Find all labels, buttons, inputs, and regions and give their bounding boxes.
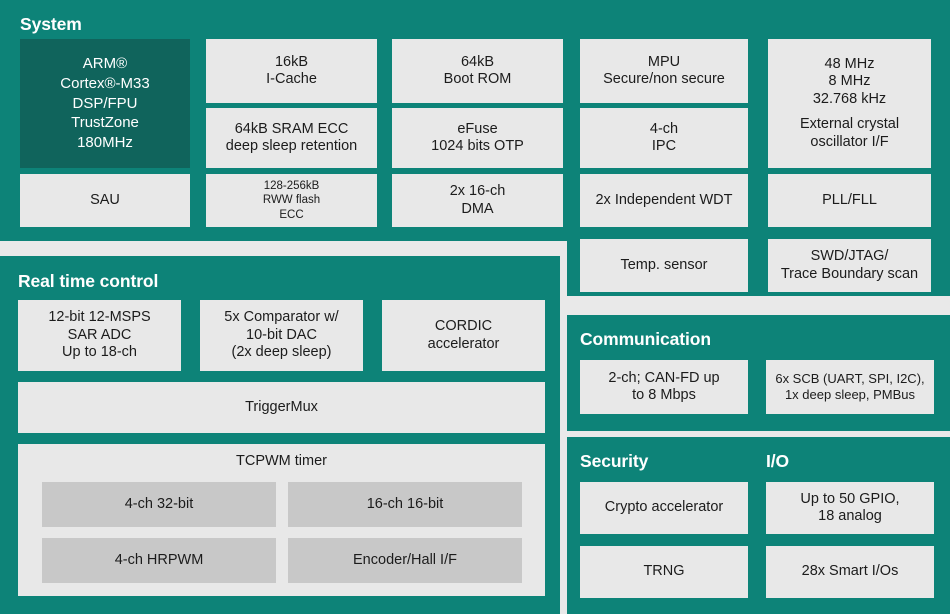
tcpwm-hrpwm-label: 4-ch HRPWM	[114, 551, 204, 568]
block-scb-serial: 6x SCB (UART, SPI, I2C), 1x deep sleep, …	[766, 360, 934, 414]
ipc-line-1: 4-ch	[649, 120, 679, 137]
block-sram-ecc: 64kB SRAM ECC deep sleep retention	[206, 108, 377, 168]
block-watchdog-timer: 2x Independent WDT	[580, 174, 748, 227]
sau-label: SAU	[90, 191, 120, 208]
panel-communication-title: Communication	[580, 329, 711, 349]
dma-line-1: 2x 16-ch	[449, 183, 506, 200]
ipc-line-2: IPC	[651, 138, 677, 154]
canfd-line-1: 2-ch; CAN-FD up	[608, 369, 720, 386]
adc-line-2: SAR ADC	[67, 326, 132, 343]
panel-system-bridge	[560, 0, 570, 241]
block-gpio: Up to 50 GPIO, 18 analog	[766, 482, 934, 534]
temp-label: Temp. sensor	[620, 256, 708, 273]
block-tcpwm-4ch-hrpwm: 4-ch HRPWM	[42, 538, 276, 583]
gpio-line-2: 18 analog	[818, 508, 882, 524]
dma-line-2: DMA	[461, 200, 494, 217]
comparator-line-3: (2x deep sleep)	[231, 344, 332, 361]
block-triggermux: TriggerMux	[18, 382, 545, 433]
block-sau: SAU	[20, 174, 190, 227]
adc-line-1: 12-bit 12-MSPS	[48, 309, 151, 326]
cordic-line-1: CORDIC	[434, 318, 493, 335]
clocks-line-2: 8 MHz	[828, 73, 871, 90]
tcpwm-ch16-label: 16-ch 16-bit	[366, 495, 444, 512]
panel-security-title: Security	[580, 451, 649, 471]
block-crypto-accelerator: Crypto accelerator	[580, 482, 748, 534]
clocks-line-4: External crystal	[799, 116, 900, 133]
bootrom-line-1: 64kB	[460, 53, 495, 70]
block-mpu: MPU Secure/non secure	[580, 39, 748, 103]
block-can-fd: 2-ch; CAN-FD up to 8 Mbps	[580, 360, 748, 414]
efuse-line-2: 1024 bits OTP	[431, 138, 524, 154]
efuse-line-1: eFuse	[457, 120, 498, 137]
tcpwm-ch32-label: 4-ch 32-bit	[124, 495, 194, 512]
flash-line-3: ECC	[279, 208, 304, 221]
block-trng: TRNG	[580, 546, 748, 598]
pllfll-label: PLL/FLL	[822, 191, 877, 208]
block-boot-rom: 64kB Boot ROM	[392, 39, 563, 103]
cpu-line-2: Cortex®-M33	[60, 74, 150, 92]
comparator-line-2: 10-bit DAC	[246, 326, 317, 343]
crypto-label: Crypto accelerator	[604, 499, 724, 516]
sram-line-1: 64kB SRAM ECC	[234, 120, 349, 137]
scb-line-1: 6x SCB (UART, SPI, I2C),	[775, 370, 925, 386]
block-smart-io: 28x Smart I/Os	[766, 546, 934, 598]
block-tcpwm-encoder-hall: Encoder/Hall I/F	[288, 538, 522, 583]
flash-line-2: RWW flash	[262, 194, 321, 207]
block-rww-flash: 128-256kB RWW flash ECC	[206, 174, 377, 227]
block-swd-jtag-trace: SWD/JTAG/ Trace Boundary scan	[768, 239, 931, 292]
block-comparator-dac: 5x Comparator w/ 10-bit DAC (2x deep sle…	[200, 300, 363, 371]
block-ipc: 4-ch IPC	[580, 108, 748, 168]
mpu-line-2: Secure/non secure	[603, 71, 725, 87]
wdt-label: 2x Independent WDT	[595, 191, 733, 208]
block-icache: 16kB I-Cache	[206, 39, 377, 103]
gpio-line-1: Up to 50 GPIO,	[800, 490, 900, 507]
panel-real-time-control-title: Real time control	[18, 271, 159, 291]
block-tcpwm-4ch-32bit: 4-ch 32-bit	[42, 482, 276, 527]
canfd-line-2: to 8 Mbps	[632, 387, 696, 403]
tcpwm-timer-label: TCPWM timer	[235, 453, 327, 469]
tcpwm-encoder-label: Encoder/Hall I/F	[353, 551, 457, 568]
icache-line-2: I-Cache	[266, 71, 317, 87]
icache-line-1: 16kB	[274, 53, 309, 70]
block-dma: 2x 16-ch DMA	[392, 174, 563, 227]
cpu-line-1: ARM®	[82, 55, 128, 72]
clocks-line-5: oscillator I/F	[810, 133, 889, 150]
smart-io-label: 28x Smart I/Os	[801, 563, 899, 580]
sram-line-2: deep sleep retention	[225, 138, 358, 154]
clocks-line-3: 32.768 kHz	[812, 90, 887, 107]
trng-label: TRNG	[643, 563, 685, 580]
block-cpu-core: ARM® Cortex®-M33 DSP/FPU TrustZone 180MH…	[20, 39, 190, 168]
swdjtag-line-1: SWD/JTAG/	[810, 248, 889, 265]
mpu-line-1: MPU	[647, 53, 681, 70]
block-cordic-accelerator: CORDIC accelerator	[382, 300, 545, 371]
swdjtag-line-2: Trace Boundary scan	[780, 265, 919, 282]
comparator-line-1: 5x Comparator w/	[224, 309, 339, 326]
triggermux-label: TriggerMux	[245, 398, 318, 415]
clocks-spacer	[772, 108, 927, 116]
bootrom-line-2: Boot ROM	[443, 71, 512, 87]
flash-line-1: 128-256kB	[263, 179, 320, 192]
panel-system-title: System	[20, 14, 82, 34]
scb-line-2: 1x deep sleep, PMBus	[784, 387, 916, 402]
block-tcpwm-16ch-16bit: 16-ch 16-bit	[288, 482, 522, 527]
cpu-line-4: TrustZone	[71, 114, 139, 132]
block-pll-fll: PLL/FLL	[768, 174, 931, 227]
cpu-line-5: 180MHz	[77, 134, 133, 152]
panel-io-title: I/O	[766, 451, 790, 471]
adc-line-3: Up to 18-ch	[62, 344, 137, 361]
block-temp-sensor: Temp. sensor	[580, 239, 748, 292]
block-efuse: eFuse 1024 bits OTP	[392, 108, 563, 168]
cordic-line-2: accelerator	[427, 335, 500, 352]
block-sar-adc: 12-bit 12-MSPS SAR ADC Up to 18-ch	[18, 300, 181, 371]
block-clocks-oscillator: 48 MHz 8 MHz 32.768 kHz External crystal…	[768, 39, 931, 168]
cpu-line-3: DSP/FPU	[72, 94, 138, 112]
clocks-line-1: 48 MHz	[824, 56, 875, 73]
